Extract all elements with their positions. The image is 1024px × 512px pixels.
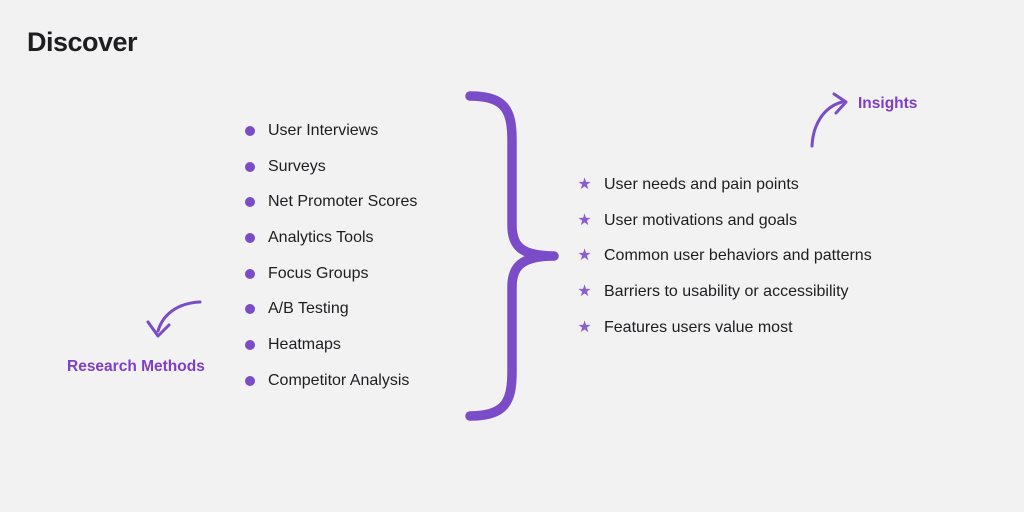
research-method-label: Net Promoter Scores: [268, 193, 418, 211]
insight-label: Barriers to usability or accessibility: [604, 282, 849, 300]
research-methods-arrow-icon: [146, 300, 202, 338]
research-method-item: Heatmaps: [245, 327, 417, 363]
bullet-icon: [245, 268, 255, 279]
bullet-icon: [245, 339, 255, 350]
research-method-item: Analytics Tools: [245, 220, 417, 256]
research-methods-list: User Interviews Surveys Net Promoter Sco…: [245, 113, 417, 399]
research-method-item: Surveys: [245, 149, 417, 185]
research-method-label: Competitor Analysis: [268, 371, 410, 389]
insight-item: ★ Barriers to usability or accessibility: [576, 274, 872, 310]
bullet-icon: [245, 197, 255, 208]
star-icon: ★: [577, 175, 592, 193]
insight-label: Features users value most: [604, 318, 793, 336]
bullet-icon: [245, 375, 255, 386]
bullet-icon: [245, 161, 255, 172]
insights-list: ★ User needs and pain points ★ User moti…: [576, 167, 872, 346]
research-methods-label: Research Methods: [67, 358, 205, 375]
insights-label: Insights: [858, 95, 918, 112]
research-method-item: Net Promoter Scores: [245, 184, 417, 220]
bullet-icon: [245, 232, 255, 243]
bullet-icon: [245, 125, 255, 136]
insight-item: ★ Common user behaviors and patterns: [576, 238, 872, 274]
research-method-item: Focus Groups: [245, 256, 417, 292]
research-method-label: Heatmaps: [268, 335, 341, 353]
insight-item: ★ User needs and pain points: [576, 167, 872, 203]
page-title: Discover: [27, 27, 138, 57]
research-method-label: User Interviews: [268, 121, 379, 139]
research-method-item: A/B Testing: [245, 291, 417, 327]
insight-label: User needs and pain points: [604, 175, 799, 193]
research-method-label: Surveys: [268, 157, 326, 175]
star-icon: ★: [577, 211, 592, 229]
star-icon: ★: [577, 282, 592, 300]
research-method-label: Focus Groups: [268, 264, 369, 282]
insight-item: ★ Features users value most: [576, 310, 872, 346]
insight-item: ★ User motivations and goals: [576, 203, 872, 239]
research-method-label: A/B Testing: [268, 300, 349, 318]
research-method-item: Competitor Analysis: [245, 363, 417, 399]
research-method-item: User Interviews: [245, 113, 417, 149]
curly-brace-icon: [465, 91, 559, 421]
star-icon: ★: [577, 318, 592, 336]
bullet-icon: [245, 304, 255, 315]
insight-label: Common user behaviors and patterns: [604, 247, 872, 265]
research-method-label: Analytics Tools: [268, 228, 374, 246]
star-icon: ★: [577, 247, 592, 265]
insights-arrow-icon: [810, 92, 848, 148]
insight-label: User motivations and goals: [604, 211, 797, 229]
